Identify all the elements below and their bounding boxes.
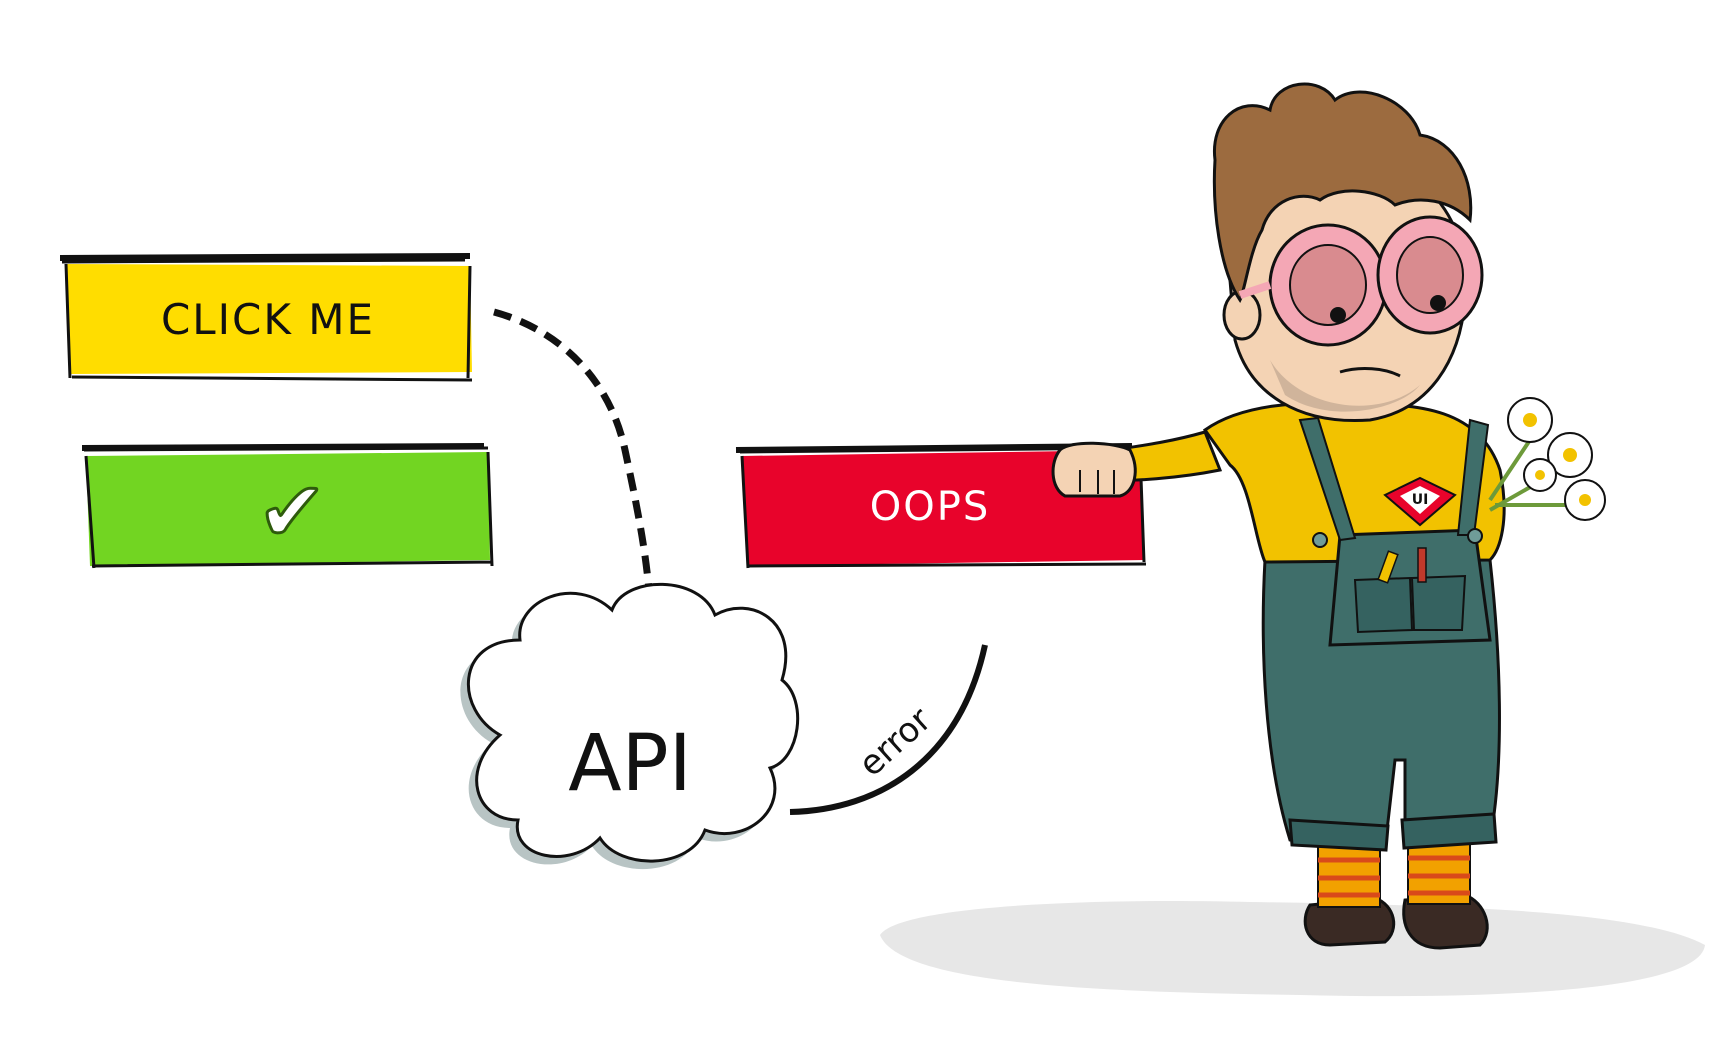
stubble [1270, 360, 1420, 412]
ground-shadow [880, 900, 1705, 997]
click-me-label: CLICK ME [161, 295, 375, 344]
pocket-left [1353, 576, 1414, 634]
svg-text:UI: UI [1412, 492, 1429, 508]
oops-label: OOPS [870, 484, 990, 530]
flower-bouquet [1488, 397, 1606, 521]
right-shoe [1402, 893, 1489, 950]
right-button [1467, 528, 1483, 544]
request-dashed-line [493, 308, 656, 641]
error-label: error [851, 700, 939, 785]
left-shoe [1303, 896, 1396, 947]
api-label: API [568, 719, 691, 809]
glasses-icon [1238, 215, 1484, 347]
svg-text:✔: ✔ [258, 465, 327, 560]
mouth [1339, 367, 1401, 378]
checkmark-icon: ✔ [256, 464, 328, 562]
ruler-icon [1377, 550, 1399, 584]
left-strap [1298, 416, 1357, 542]
click-me-button[interactable]: CLICK ME [59, 253, 473, 382]
api-cloud: API [460, 582, 800, 870]
hair [1212, 82, 1473, 303]
left-cuff [1288, 818, 1390, 852]
pencil-icon [1417, 547, 1427, 583]
character: UI [1051, 82, 1606, 950]
success-button[interactable]: ✔ [81, 443, 494, 569]
left-button [1312, 532, 1328, 548]
hand [1051, 441, 1137, 498]
error-curve-line [789, 644, 988, 815]
pocket-right [1410, 574, 1467, 631]
right-cuff [1400, 812, 1498, 850]
ui-logo-icon: UI [1383, 476, 1457, 527]
